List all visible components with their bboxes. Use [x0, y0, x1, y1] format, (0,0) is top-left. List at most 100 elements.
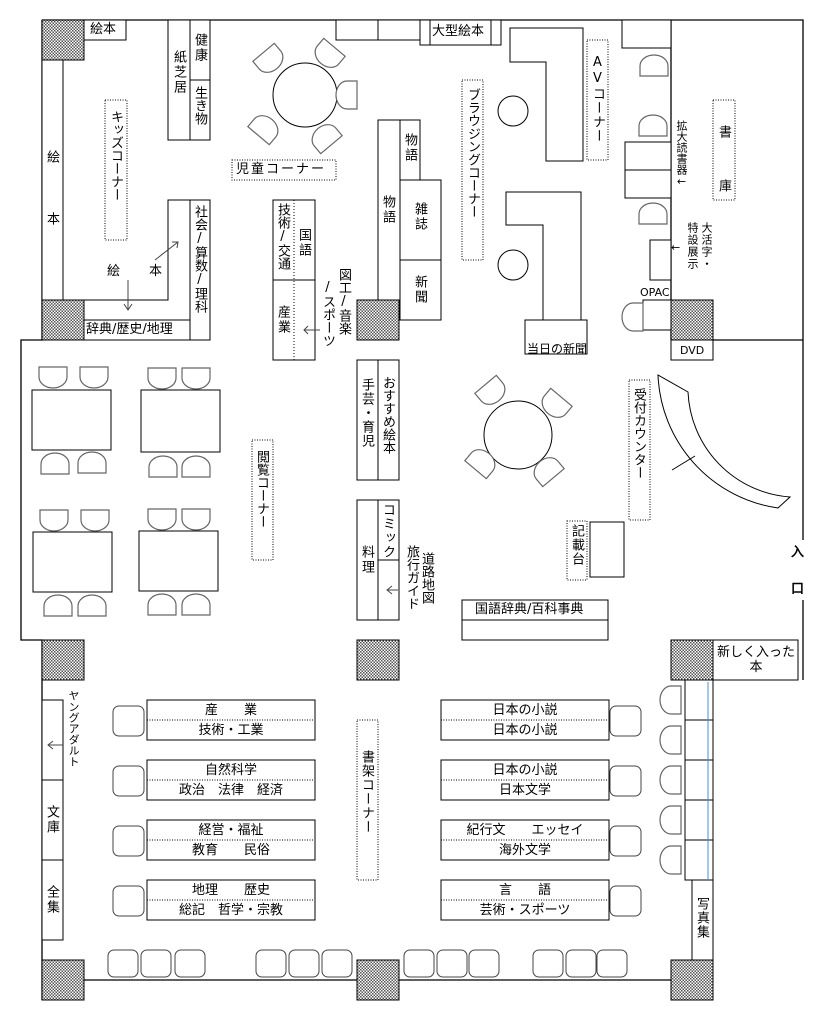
chair [335, 80, 358, 110]
stack-label: 日本の小説 [492, 763, 558, 778]
av-corner-label: AVコーナー [590, 55, 605, 143]
ya-label: ヤングアダルト [67, 690, 80, 767]
shoko-label: 書 庫 [716, 125, 731, 206]
chair [40, 452, 70, 475]
chair [147, 508, 177, 531]
chair [609, 885, 642, 917]
tokusetsu-arrow: ← [671, 241, 681, 254]
chair [247, 115, 279, 146]
chair [140, 949, 172, 978]
chair [112, 765, 145, 797]
shelf-sangyo: 産業 [275, 305, 290, 335]
chair [181, 508, 211, 531]
book-stacks [107, 699, 642, 978]
chair [609, 765, 642, 797]
shelves [31, 19, 799, 961]
chair [621, 302, 644, 332]
corner-labels-frames [104, 39, 736, 881]
shelf-gijutsu: 技術/交通 [275, 203, 290, 270]
stack-label: 日本の小説 [492, 723, 558, 738]
shelf-new-books: 新しく入った本 [716, 645, 795, 675]
chair [321, 949, 353, 978]
chair [436, 949, 468, 978]
tables [272, 62, 792, 509]
shelf-monogatari: 物語 [380, 195, 395, 225]
opac-label[interactable]: OPAC [640, 286, 670, 299]
shelf-kamishibai: 紙芝居 [171, 50, 186, 95]
chair [147, 593, 177, 616]
chair [464, 449, 496, 480]
chair [112, 825, 145, 857]
chair [659, 685, 682, 715]
shelf-monogatari-small: 物語 [402, 133, 417, 163]
chair [659, 845, 682, 875]
stack-label: 総記 哲学・宗教 [178, 903, 283, 918]
ehon-label-a: 絵 [107, 264, 121, 279]
chair [148, 455, 178, 478]
chair [112, 885, 145, 917]
shelf-ikimono: 生き物 [192, 86, 207, 125]
chair [38, 366, 68, 389]
daikatsuji-label: 大活字・ [700, 222, 713, 270]
chair [255, 949, 287, 978]
shelf-bunko: 文庫 [44, 805, 59, 835]
counter-label: 受付カウンター [631, 388, 646, 479]
shelf-osusume: おすすめ絵本 [380, 376, 395, 454]
chair [107, 949, 139, 978]
chair [181, 455, 211, 478]
stack-label: 日本の小説 [492, 703, 558, 718]
ehon-label-b: 本 [149, 264, 163, 279]
kisaidai-label: 記載台 [569, 524, 584, 566]
stacks-corner-label: 書架コーナー [359, 750, 374, 834]
shelf-zasshi: 雑誌 [412, 202, 427, 232]
arrows [47, 241, 398, 750]
kids-corner-label: キッズコーナー [108, 110, 123, 201]
shelf-ehon-top: 絵本 [90, 22, 117, 37]
pillars [41, 19, 714, 1001]
shelf-jiten-hyakka: 国語辞典/百科事典 [475, 602, 584, 617]
chair [638, 114, 668, 137]
browsing-corner-label: ブラウジングコーナー [465, 88, 480, 218]
chair [596, 949, 628, 978]
shelf-comic: コミック [380, 503, 395, 559]
entrance-label-2: 口 [791, 582, 805, 597]
shelf-shashin: 写真集 [694, 897, 709, 939]
shelf-shinbun: 新聞 [412, 275, 427, 305]
chair [80, 509, 110, 532]
chair [541, 387, 573, 418]
dvd-label: DVD [680, 344, 705, 357]
chair [533, 457, 565, 488]
chair [314, 37, 346, 68]
chair [468, 949, 500, 978]
shelf-kenko: 健康 [192, 33, 207, 63]
chair [609, 705, 642, 737]
chair [252, 42, 284, 73]
shelf-ogata-ehon: 大型絵本 [432, 24, 485, 39]
chair [39, 509, 69, 532]
chair [174, 949, 206, 978]
shelf-shakai: 社会/算数/理科 [192, 205, 207, 313]
stack-label: 技術・工業 [198, 723, 264, 738]
chair [403, 949, 435, 978]
shelf-today-news: 当日の新聞 [527, 342, 588, 356]
label-sports: /スポーツ [320, 280, 335, 347]
chair [659, 765, 682, 795]
chair [288, 949, 320, 978]
label-zuko: 図工/音楽 [336, 268, 351, 335]
stack-label: 政治 法律 経済 [178, 783, 283, 798]
stack-label: 教育 民俗 [191, 843, 270, 858]
stack-label: 芸術・スポーツ [479, 903, 571, 918]
shelf-zenshu: 全集 [44, 885, 59, 915]
chair [565, 949, 597, 978]
shelf-ehon-side: 絵 本 [44, 150, 59, 243]
stack-label: 紀行文 エッセイ [466, 823, 584, 838]
stack-label: 言 語 [498, 883, 551, 898]
chair [609, 825, 642, 857]
chair [659, 805, 682, 835]
stack-label: 地理 歴史 [191, 883, 270, 898]
shelf-ryori: 料理 [359, 545, 374, 575]
children-corner-label: 児童コーナー [236, 162, 327, 177]
chair [638, 202, 668, 225]
